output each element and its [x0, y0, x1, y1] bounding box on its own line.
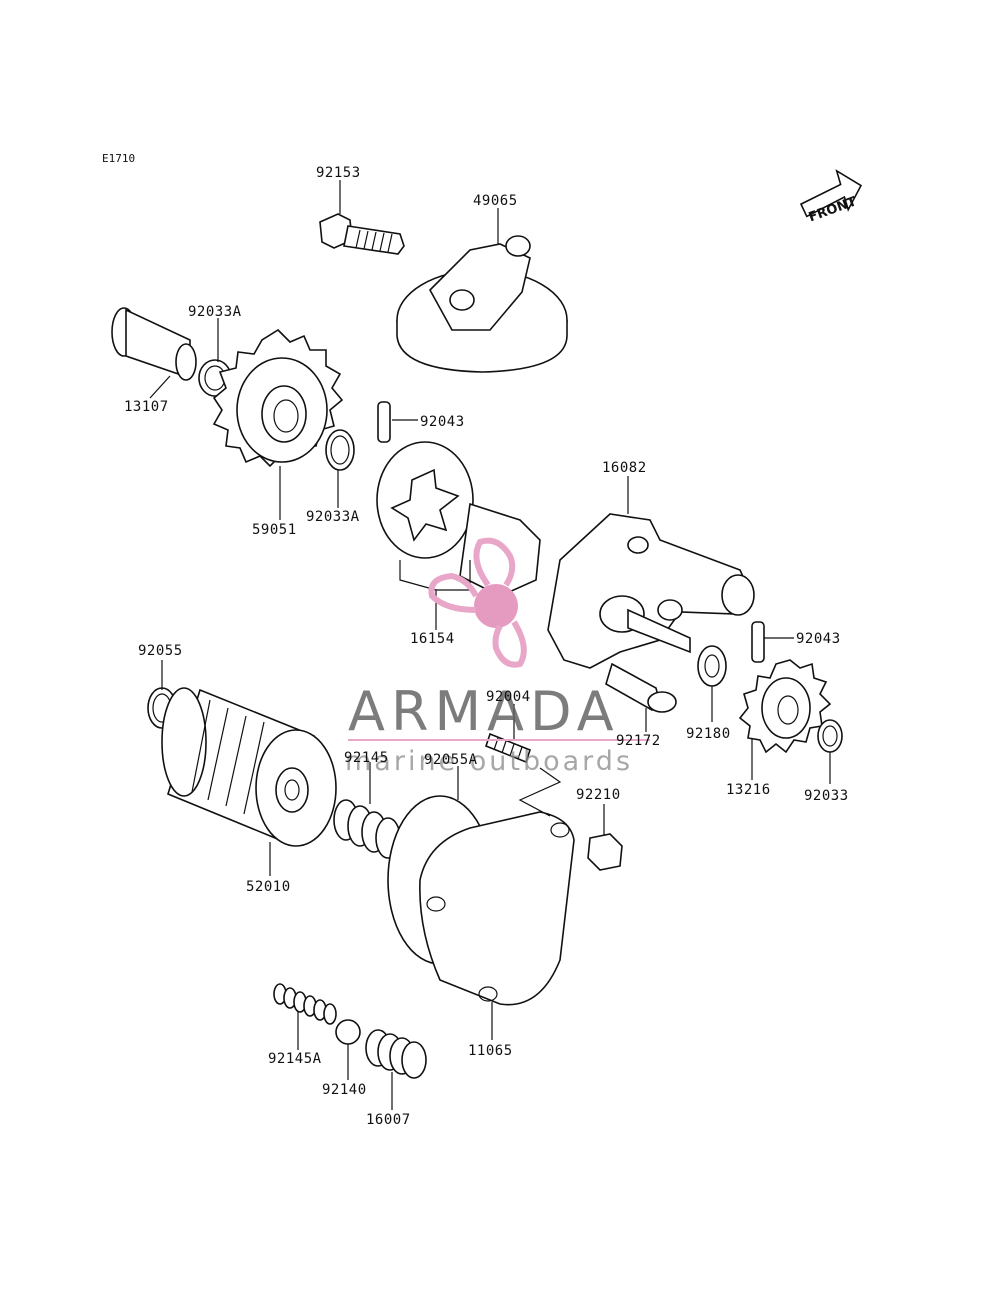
pump-body-16082 [547, 513, 755, 669]
part-label-92033A-upper: 92033A [188, 304, 242, 320]
part-label-92055A: 92055A [424, 752, 478, 768]
part-label-59051: 59051 [252, 522, 297, 538]
pin-92043-lower [751, 621, 765, 663]
part-label-16082: 16082 [602, 460, 647, 476]
part-label-92180: 92180 [686, 726, 731, 742]
pin-92043-upper [377, 401, 391, 443]
part-label-92172: 92172 [616, 733, 661, 749]
leader-lines [149, 180, 831, 1110]
cover-cap-49065 [396, 235, 568, 373]
screw-92172 [605, 662, 677, 713]
part-label-92145A: 92145A [268, 1051, 322, 1067]
part-label-92004: 92004 [486, 689, 531, 705]
part-label-92043-lower: 92043 [796, 631, 841, 647]
logo-blade-bottom [492, 620, 527, 668]
part-label-92145: 92145 [344, 750, 389, 766]
watermark-logo-icon [428, 537, 527, 668]
part-label-13216: 13216 [726, 782, 771, 798]
part-label-92153: 92153 [316, 165, 361, 181]
front-arrow-icon: FRONT [799, 169, 863, 225]
watermark-subtitle: marine outboards [345, 746, 633, 777]
logo-blade-top [473, 537, 516, 587]
part-label-52010: 52010 [246, 879, 291, 895]
watermark-title: ARMADA [348, 680, 620, 743]
nut-92210 [587, 833, 623, 871]
plunger-16007 [365, 1029, 427, 1079]
logo-hub [474, 584, 518, 628]
logo-blade-left [428, 572, 479, 613]
part-label-13107: 13107 [124, 399, 169, 415]
rotor-16154 [376, 441, 541, 597]
cover-11065 [419, 811, 575, 1006]
part-label-16007: 16007 [366, 1112, 411, 1128]
ball-92140 [335, 1019, 361, 1045]
part-label-11065: 11065 [468, 1043, 513, 1059]
spring-92145 [333, 799, 401, 859]
part-label-92043-upper: 92043 [420, 414, 465, 430]
part-label-92033: 92033 [804, 788, 849, 804]
part-label-92033A-lower: 92033A [306, 509, 360, 525]
part-label-49065: 49065 [473, 193, 518, 209]
gear-13216 [738, 659, 832, 754]
spring-92145A [273, 983, 337, 1025]
diagram-ref-code: E1710 [102, 152, 135, 165]
part-label-92210: 92210 [576, 787, 621, 803]
bolt-92153 [319, 213, 405, 255]
oil-filter-52010 [161, 687, 337, 847]
gear-59051 [212, 328, 344, 468]
part-label-16154: 16154 [410, 631, 455, 647]
part-label-92055: 92055 [138, 643, 183, 659]
shaft-13107 [111, 307, 197, 381]
part-label-92140: 92140 [322, 1082, 367, 1098]
